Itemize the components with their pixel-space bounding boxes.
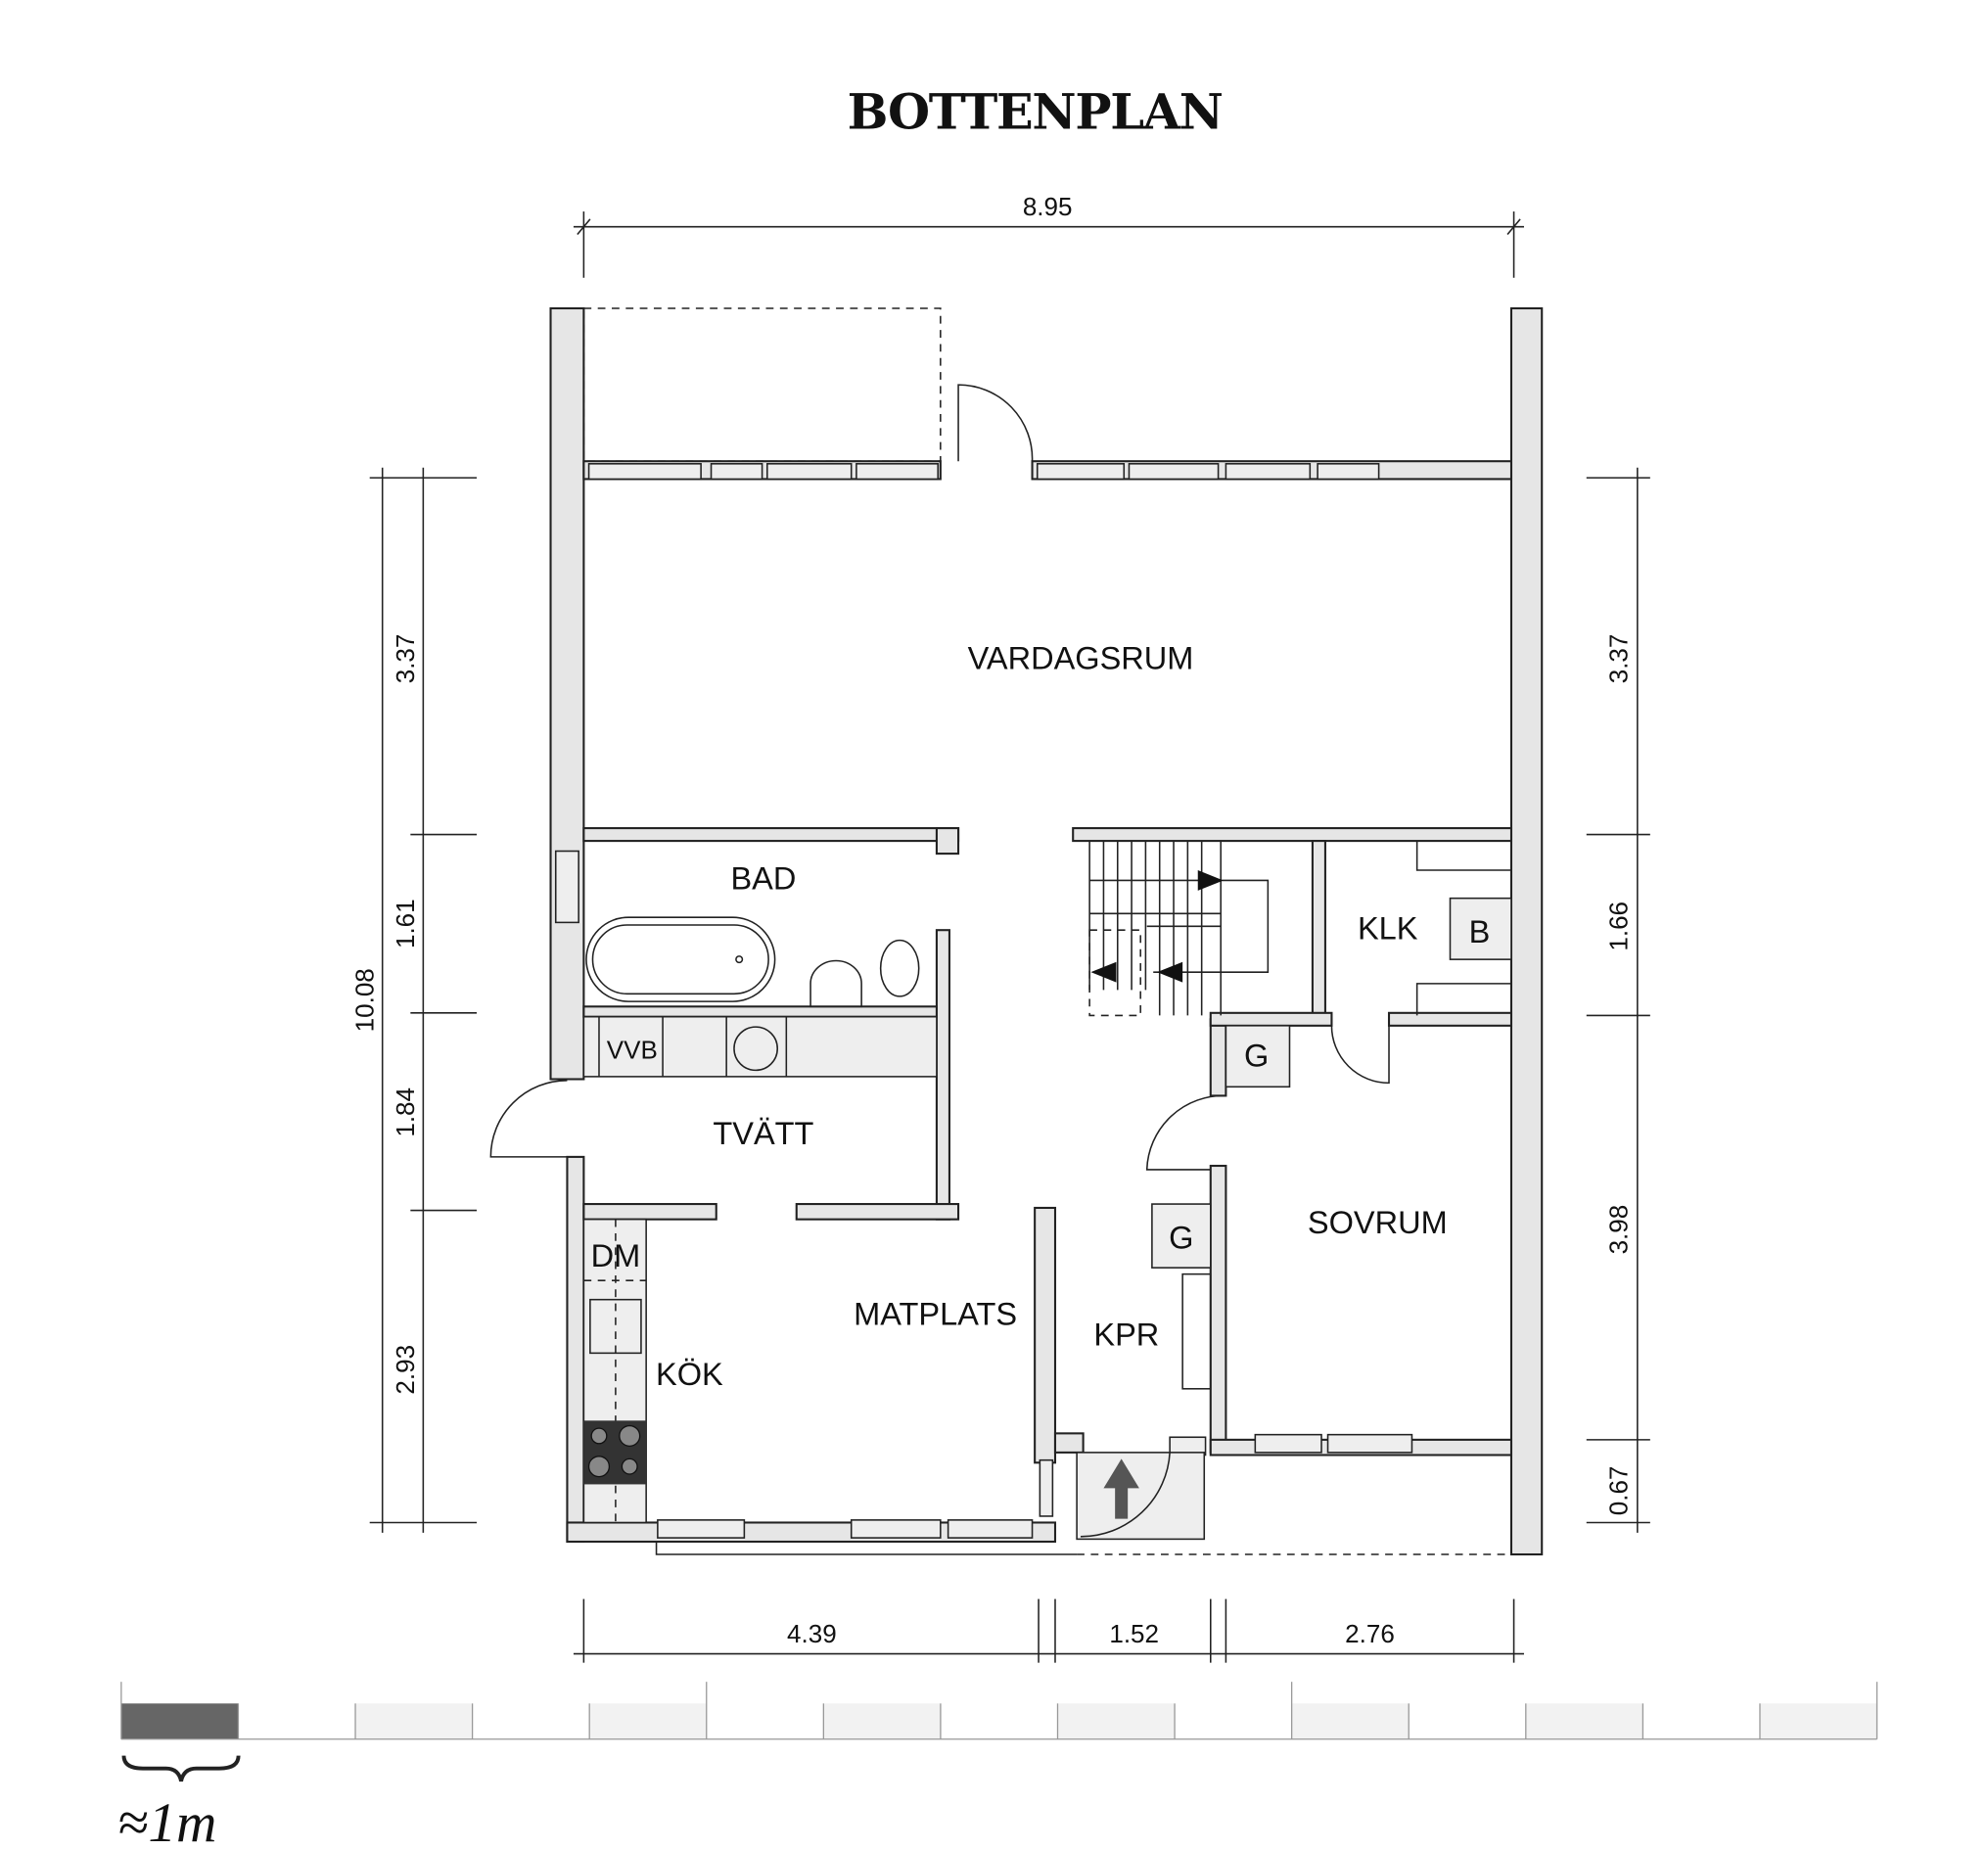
scale-cell [472,1703,590,1739]
scale-cell [1291,1703,1410,1739]
scale-cell [120,1703,239,1739]
bathtub [585,916,776,1002]
scale-label: ≈1m [117,1792,216,1850]
label-dm: DM [591,1238,641,1273]
room-label-kpr: KPR [1093,1318,1159,1353]
room-label-klk: KLK [1358,910,1418,946]
dimension-label: 1.66 [1603,902,1633,951]
dimension-label: 3.98 [1603,1205,1633,1255]
dimension-bottom: 4.39 1.52 2.76 [573,1598,1524,1663]
room-label-sovrum: SOVRUM [1308,1205,1448,1240]
scale-cell [1525,1703,1643,1739]
entrance-arrow-icon [1103,1458,1139,1519]
stove-icon [583,1420,647,1485]
windows [554,463,1413,1539]
label-g: G [1169,1221,1193,1256]
plan-title: BOTTENPLAN [848,83,1223,140]
room-label-tvatt: TVÄTT [713,1116,813,1151]
dimension-label: 4.39 [787,1619,837,1648]
toilet-icon [879,939,920,997]
room-label-vardagsrum: VARDAGSRUM [968,640,1194,675]
dimension-label: 3.37 [391,634,420,684]
kitchen-sink-icon [589,1298,642,1355]
label-b: B [1469,914,1491,949]
scale-cell [1057,1703,1176,1739]
facade-line [655,1542,1078,1555]
scale-cell [1409,1703,1526,1739]
scale-cell [1642,1703,1760,1739]
scale-cell [1759,1703,1877,1739]
balcony-outline [582,307,942,462]
dimension-label: 1.52 [1109,1619,1159,1648]
scale-cell [706,1703,824,1739]
dimension-right: 3.37 1.66 3.98 0.67 [1586,467,1650,1533]
dimension-label: 2.93 [391,1345,420,1395]
label-vvb: VVB [607,1036,658,1065]
dimension-label: 1.84 [391,1087,420,1137]
room-label-matplats: MATPLATS [854,1297,1017,1332]
room-label-kok: KÖK [656,1357,723,1392]
label-g: G [1244,1038,1269,1073]
scale-cell [823,1703,941,1739]
doors [489,384,1390,1541]
dimension-left: 3.37 1.61 1.84 2.93 10.08 [350,467,478,1533]
scale-cell [940,1703,1058,1739]
washbasin-icon [733,1026,778,1072]
scale-brace-icon [121,1755,241,1782]
scale-cell [355,1703,473,1739]
scale-bar [120,1682,1878,1740]
dimension-label: 1.61 [391,899,420,948]
scale-cell [1175,1703,1292,1739]
dimension-label: 3.37 [1603,634,1633,684]
dimension-label: 0.67 [1603,1466,1633,1516]
sink-icon [809,959,862,1008]
dimension-label: 2.76 [1345,1619,1395,1648]
scale-cell [238,1703,356,1739]
staircase [1088,841,1270,1017]
dimension-top: 8.95 [573,192,1524,278]
room-label-bad: BAD [730,861,796,897]
scale-cell [589,1703,707,1739]
room-labels: VARDAGSRUM BAD VVB TVÄTT DM KÖK MATPLATS… [591,640,1491,1392]
dimension-label: 8.95 [1023,192,1073,221]
dimension-label-total: 10.08 [350,968,380,1032]
